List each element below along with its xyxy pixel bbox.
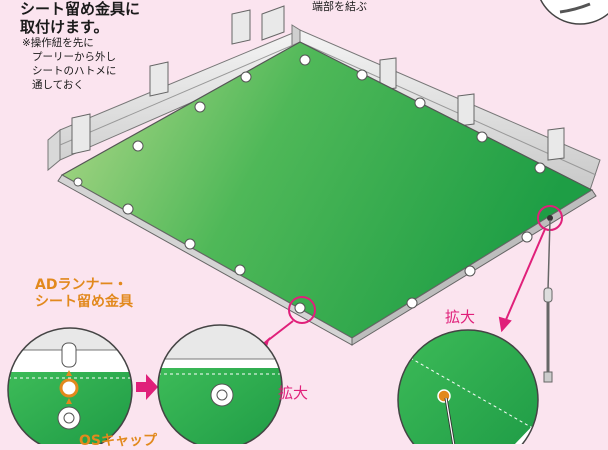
note-line3: シートのハトメに — [32, 65, 117, 77]
ad-runner-label-line2: シート留め金具 — [35, 294, 133, 310]
step-title-line1: シート留め金具に — [20, 0, 141, 18]
ad-runner-label-line1: ADランナー・ — [35, 277, 128, 293]
zoom-circle-grommet — [398, 330, 538, 444]
next-step-arrow — [136, 374, 158, 400]
step-title: シート留め金具に 取付けます。 — [20, 0, 140, 36]
note-line1: ※操作紐を先に — [22, 37, 94, 49]
callout-tie-end: 端部を結ぶ — [312, 0, 367, 13]
zoom-marker-left — [288, 296, 316, 324]
zoom-label-right: 拡大 — [445, 308, 476, 326]
ad-runner-label: ADランナー・ シート留め金具 — [35, 277, 133, 311]
os-cap-label: OSキャップ — [79, 433, 157, 449]
note-line2: プーリーから外し — [32, 51, 116, 63]
green-sheet — [60, 41, 594, 339]
note-line4: 通しておく — [32, 79, 84, 91]
operation-cord — [543, 219, 553, 383]
zoom-circle-attached — [158, 325, 282, 444]
step-title-line2: 取付けます。 — [20, 18, 109, 36]
sheet-clips — [73, 54, 546, 314]
mounting-brackets — [71, 5, 565, 161]
step-note: ※操作紐を先に プーリーから外し シートのハトメに 通しておく — [22, 36, 116, 92]
top-right-zoom-fragment — [539, 0, 608, 25]
zoom-label-left: 拡大 — [278, 384, 309, 402]
